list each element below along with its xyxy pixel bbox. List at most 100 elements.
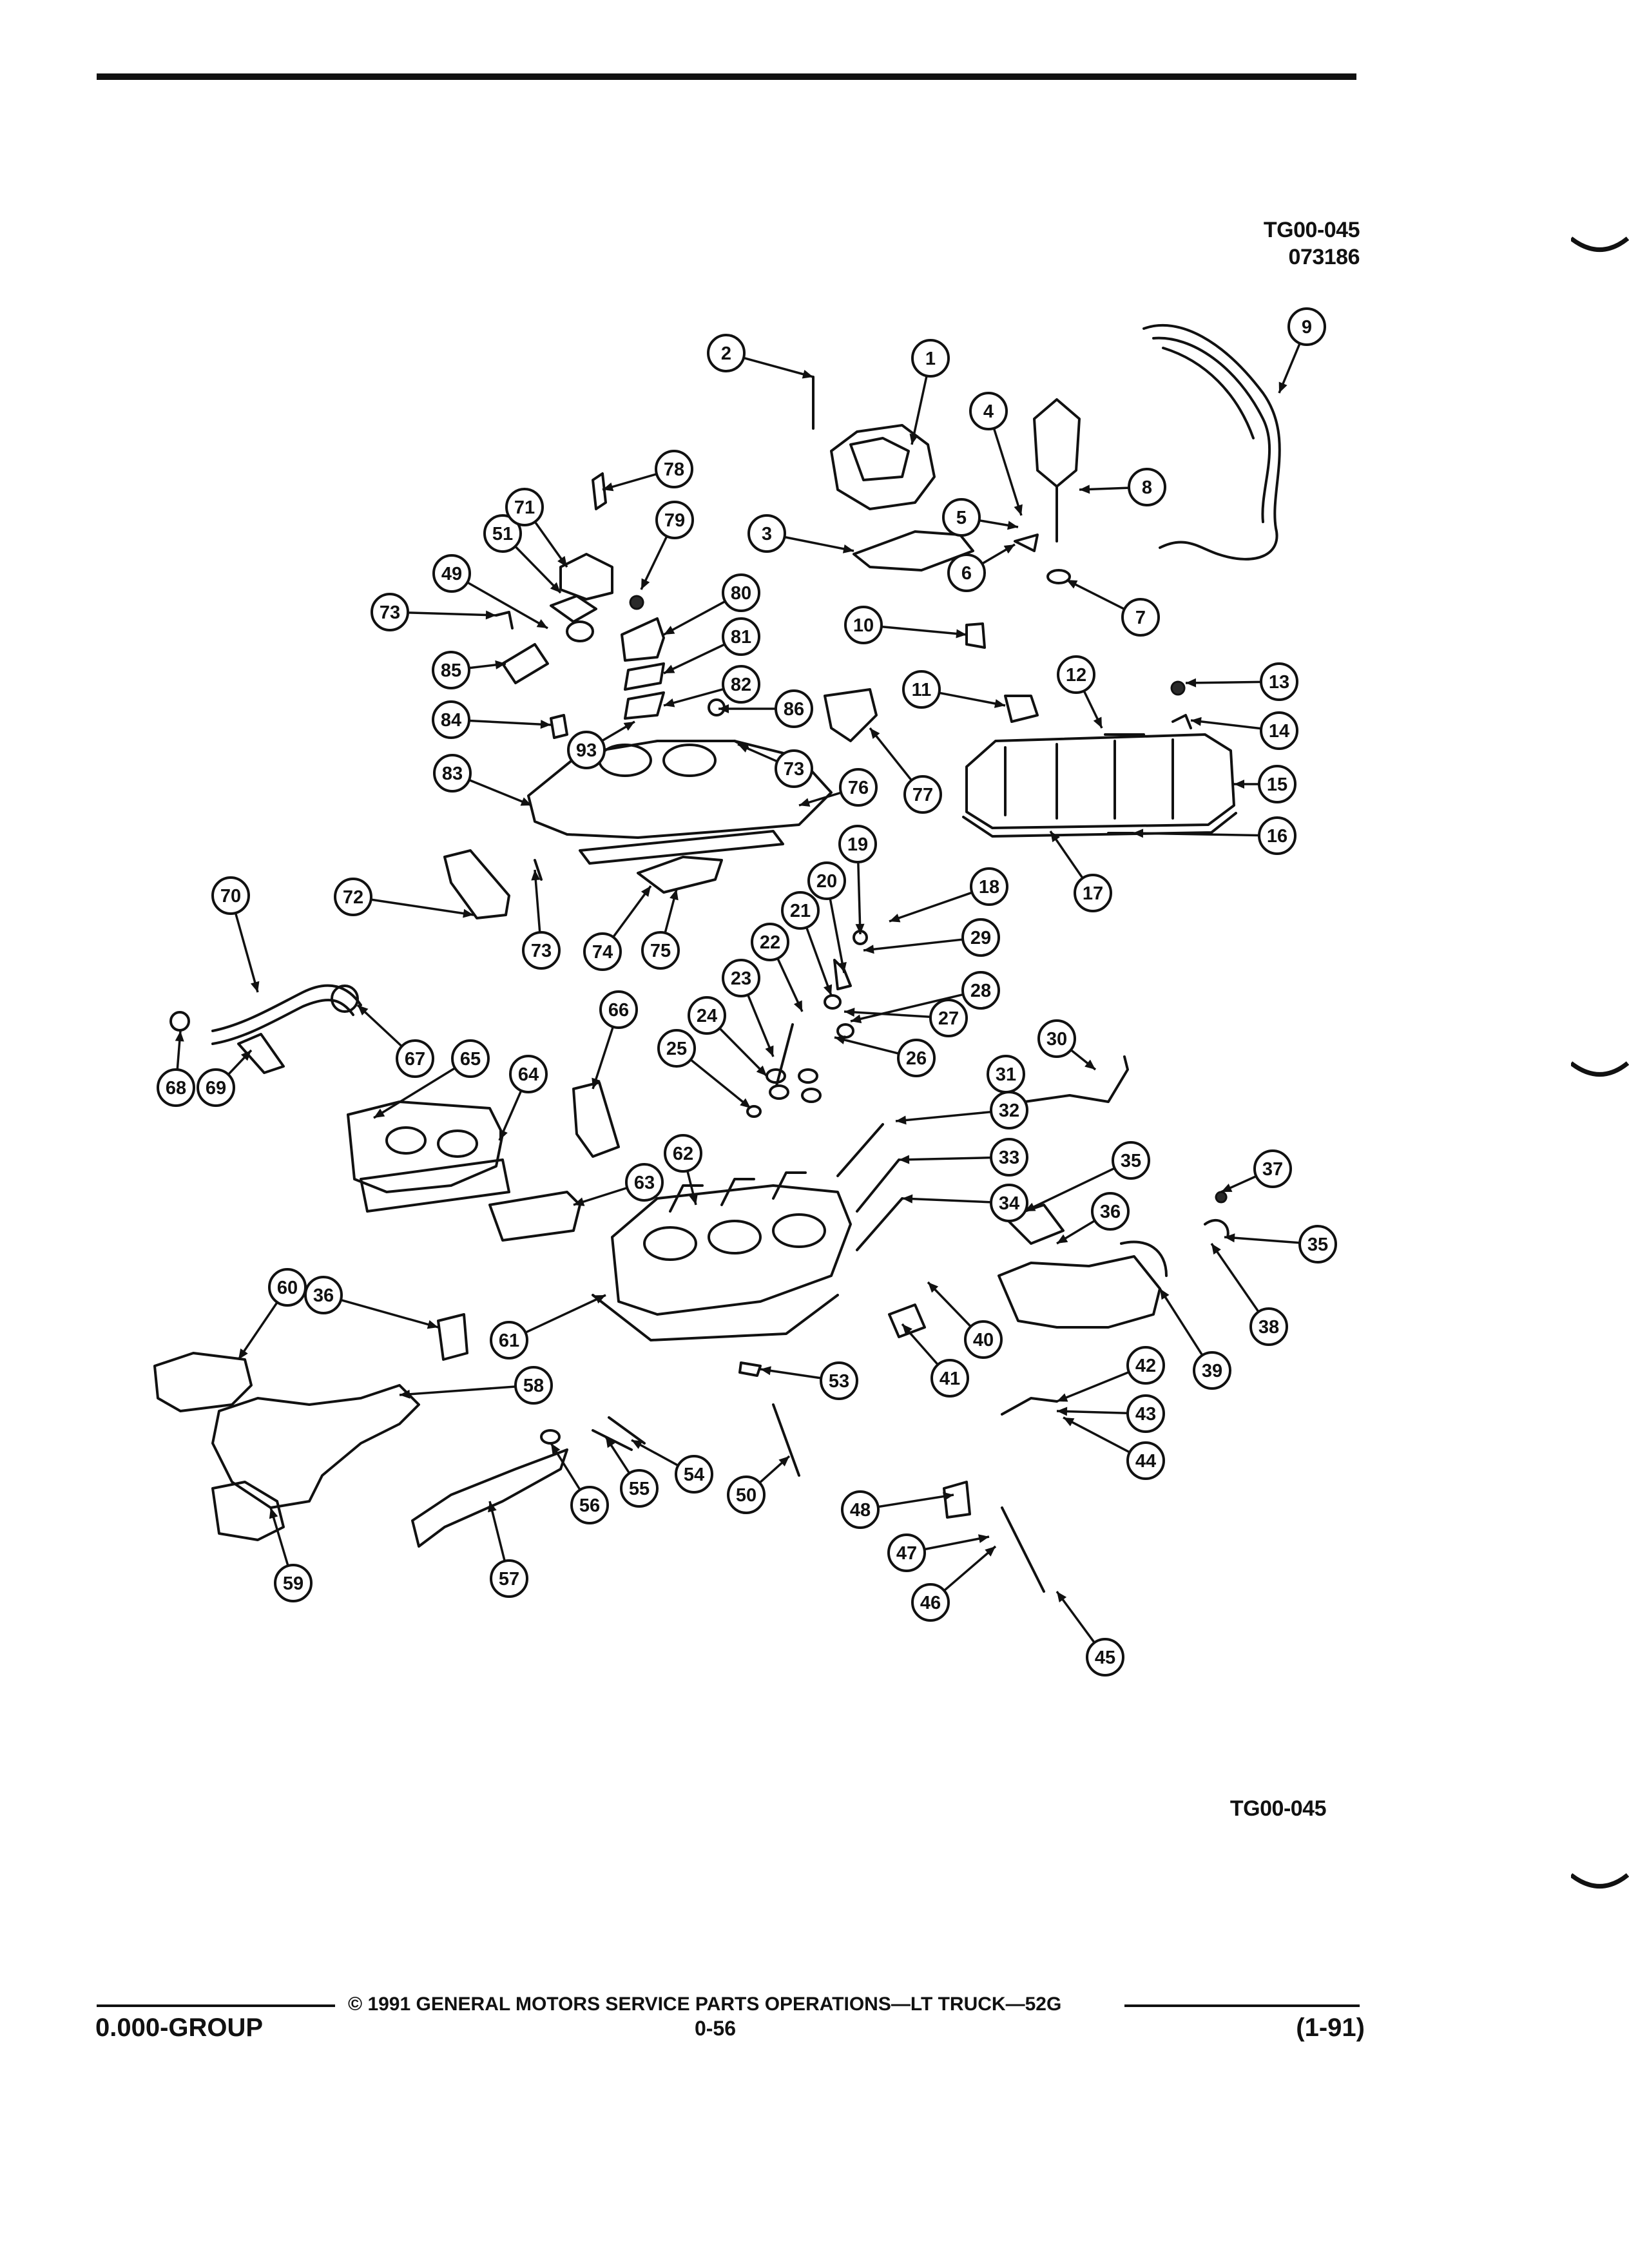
leader-line xyxy=(1056,1370,1130,1403)
part-manifold-gasket xyxy=(579,830,784,865)
callout-number: 81 xyxy=(731,627,751,648)
part-carb-gasket xyxy=(853,530,974,572)
callout-circle xyxy=(1074,874,1112,912)
leader-arrowhead xyxy=(834,1035,846,1044)
callout-60: 60 xyxy=(268,1268,307,1307)
leader-line xyxy=(534,869,541,933)
callout-number: 56 xyxy=(579,1495,600,1516)
part-exhaust-pipe xyxy=(1120,1240,1168,1277)
leader-line xyxy=(805,927,833,996)
callout-number: 77 xyxy=(912,785,933,805)
leader-line xyxy=(829,898,845,974)
callout-circle xyxy=(1126,1441,1165,1480)
callout-number: 67 xyxy=(405,1049,425,1070)
leader-arrowhead xyxy=(1221,1184,1233,1192)
callout-70: 70 xyxy=(211,876,250,915)
leader-arrowhead xyxy=(664,664,675,673)
callout-59: 59 xyxy=(274,1564,313,1602)
callout-number: 70 xyxy=(220,886,241,907)
leader-arrowhead xyxy=(1066,580,1078,589)
callout-circle xyxy=(751,923,789,961)
leader-arrowhead xyxy=(740,1098,751,1108)
leader-line xyxy=(924,1535,990,1551)
callout-36: 36 xyxy=(1091,1192,1130,1231)
part-stud-4 xyxy=(608,1416,646,1445)
callout-number: 57 xyxy=(499,1569,519,1590)
leader-arrowhead xyxy=(463,908,474,918)
leader-arrowhead xyxy=(602,482,614,492)
callout-number: 21 xyxy=(790,901,811,921)
leader-arrowhead xyxy=(902,1194,913,1204)
part-bracket-3 xyxy=(443,849,510,919)
callout-42: 42 xyxy=(1126,1346,1165,1385)
leader-arrowhead xyxy=(943,1492,954,1501)
leader-line xyxy=(514,545,562,594)
callout-number: 62 xyxy=(673,1144,693,1164)
callout-25: 25 xyxy=(657,1029,696,1068)
leader-line xyxy=(898,1156,992,1161)
leader-line xyxy=(1056,1410,1128,1414)
callout-circle xyxy=(727,1475,766,1514)
callout-circle xyxy=(839,768,878,807)
callout-number: 32 xyxy=(999,1100,1019,1121)
part-clip xyxy=(1171,714,1192,729)
leader-arrowhead xyxy=(550,582,561,593)
leader-arrowhead xyxy=(536,619,548,628)
callout-number: 36 xyxy=(313,1285,334,1306)
leader-arrowhead xyxy=(240,1050,251,1061)
leader-arrowhead xyxy=(896,1115,907,1125)
leader-arrowhead xyxy=(756,1065,767,1076)
leader-arrowhead xyxy=(1224,1233,1235,1243)
part-heat-shield-3 xyxy=(211,1481,285,1541)
callout-number: 42 xyxy=(1135,1356,1156,1376)
leader-line xyxy=(718,1027,768,1077)
leader-arrowhead xyxy=(838,961,847,973)
leader-arrowhead xyxy=(664,698,675,707)
leader-arrowhead xyxy=(557,555,567,567)
leader-arrowhead xyxy=(978,1534,989,1543)
leader-arrowhead xyxy=(175,1031,184,1042)
leader-line xyxy=(663,600,726,636)
callout-circle xyxy=(657,1029,696,1068)
part-tube xyxy=(1023,1055,1129,1103)
callout-circle xyxy=(930,1359,969,1398)
callout-number: 37 xyxy=(1262,1159,1283,1180)
callout-10: 10 xyxy=(844,606,883,644)
leader-line xyxy=(592,1026,615,1090)
callout-circle xyxy=(807,861,846,900)
leader-line xyxy=(1210,1243,1260,1312)
callout-number: 25 xyxy=(666,1039,687,1059)
callout-circle xyxy=(964,1320,1003,1359)
leader-arrowhead xyxy=(1057,1234,1068,1244)
part-exhaust-manifold-right xyxy=(998,1255,1161,1329)
leader-arrowhead xyxy=(1191,716,1202,726)
top-rule xyxy=(97,73,1356,80)
callout-16: 16 xyxy=(1258,816,1296,855)
leader-line xyxy=(939,691,1006,707)
callout-circle xyxy=(1121,598,1160,637)
callout-11: 11 xyxy=(902,670,941,709)
leader-arrowhead xyxy=(855,923,865,934)
callout-circle xyxy=(1253,1149,1292,1188)
callout-82: 82 xyxy=(722,665,760,704)
callout-circle xyxy=(902,670,941,709)
part-cylinder-head xyxy=(611,1184,852,1316)
callout-number: 45 xyxy=(1095,1648,1115,1668)
leader-arrowhead xyxy=(374,1108,385,1118)
leader-line xyxy=(743,356,814,378)
leader-line xyxy=(525,1294,606,1334)
callout-circle xyxy=(655,501,694,539)
leader-line xyxy=(1185,680,1262,684)
leader-arrowhead xyxy=(400,1389,410,1399)
callout-number: 61 xyxy=(499,1331,519,1351)
callout-64: 64 xyxy=(509,1055,548,1093)
callout-2: 2 xyxy=(707,334,746,372)
leader-arrowhead xyxy=(802,370,813,379)
leader-line xyxy=(895,1110,992,1122)
callout-38: 38 xyxy=(1249,1307,1288,1346)
leader-arrowhead xyxy=(902,1324,912,1335)
callout-62: 62 xyxy=(664,1134,702,1173)
callout-number: 20 xyxy=(816,871,837,892)
callout-number: 82 xyxy=(731,675,751,695)
leader-arrowhead xyxy=(985,1546,996,1557)
